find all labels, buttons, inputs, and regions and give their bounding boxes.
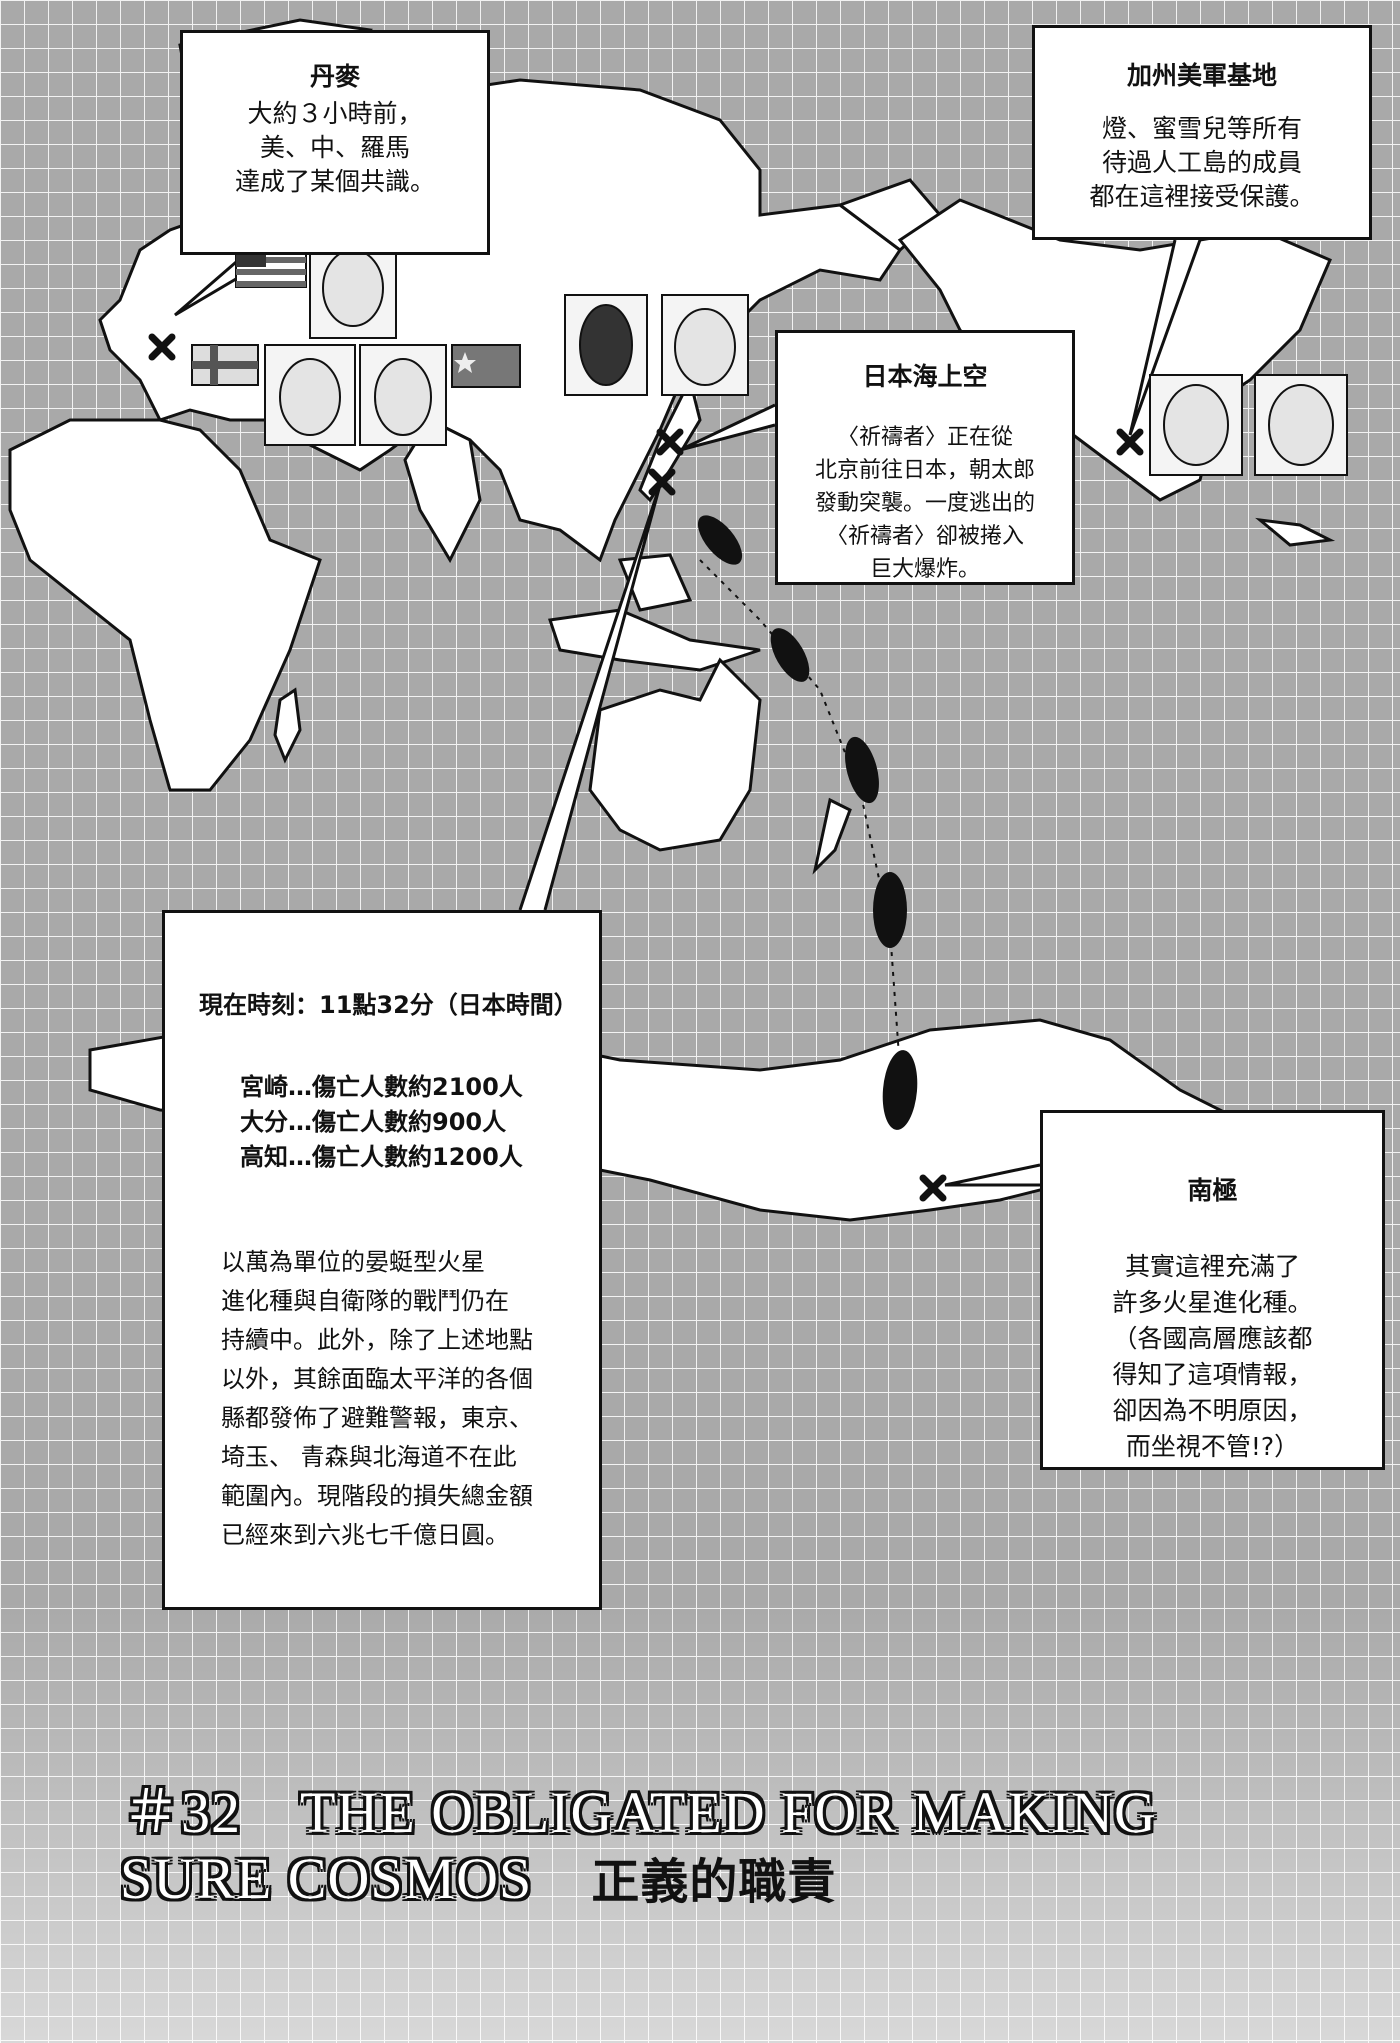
antarctica-tail bbox=[944, 1163, 1041, 1187]
x-mark-icon bbox=[648, 468, 676, 496]
cockroach-icon bbox=[845, 736, 879, 804]
casualty-line: 宮崎…傷亡人數約2100人 bbox=[240, 1073, 523, 1101]
cockroach-icon bbox=[697, 515, 743, 565]
caption-line: 北京前往日本，朝太郎 bbox=[814, 458, 1035, 483]
caption-title: 日本海上空 bbox=[862, 362, 988, 391]
caption-line: 巨大爆炸。 bbox=[869, 557, 980, 582]
portrait-rome bbox=[264, 344, 356, 446]
body-line: 已經來到六兆七千億日圓。 bbox=[221, 1521, 509, 1549]
caption-denmark: 丹麥 大約３小時前， 美、中、羅馬 達成了某個共識。 bbox=[180, 30, 490, 255]
caption-line: 達成了某個共識。 bbox=[234, 167, 435, 196]
portrait-michelle bbox=[1254, 374, 1348, 476]
chapter-title-jp: 正義的職責 bbox=[591, 1854, 837, 1910]
caption-line: 美、中、羅馬 bbox=[259, 133, 410, 162]
current-time-text: 現在時刻：11點32分（日本時間） bbox=[199, 991, 578, 1019]
body-line: 範圍內。現階段的損失總金額 bbox=[221, 1482, 533, 1510]
cockroach-icon bbox=[873, 872, 907, 948]
casualty-stats: 宮崎…傷亡人數約2100人 大分…傷亡人數約900人 高知…傷亡人數約1200人 bbox=[240, 1070, 523, 1175]
caption-line: 而坐視不管!?） bbox=[1125, 1432, 1300, 1461]
body-line: 以外，其餘面臨太平洋的各個 bbox=[221, 1365, 533, 1393]
cockroach-icon bbox=[770, 628, 810, 682]
body-line: 進化種與自衛隊的戰鬥仍在 bbox=[221, 1287, 509, 1315]
india bbox=[403, 418, 482, 564]
denmark-flag-icon bbox=[191, 344, 259, 386]
location-markers bbox=[148, 333, 1144, 1202]
caption-line: 得知了這項情報， bbox=[1112, 1360, 1313, 1389]
caption-line: 卻因為不明原因， bbox=[1112, 1396, 1313, 1425]
chapter-title: ＃32 THE OBLIGATED FOR MAKING SURE COSMOS… bbox=[120, 1780, 1157, 1915]
california-tail bbox=[1128, 239, 1202, 436]
body-line: 縣都發佈了避難警報，東京、 bbox=[221, 1404, 533, 1432]
chapter-title-line2: SURE COSMOS 正義的職責 bbox=[120, 1846, 1157, 1915]
caption-line: 〈祈禱者〉正在從 bbox=[836, 425, 1013, 450]
africa bbox=[8, 418, 322, 792]
portrait-akari bbox=[1149, 374, 1243, 476]
portrait-china bbox=[359, 344, 447, 446]
caption-line: 都在這裡接受保護。 bbox=[1089, 182, 1315, 211]
caption-line: 待過人工島的成員 bbox=[1101, 148, 1302, 177]
caption-line: （各國高層應該都 bbox=[1112, 1324, 1313, 1353]
caption-line: 其實這裡充滿了 bbox=[1124, 1252, 1300, 1281]
cockroach-icon bbox=[882, 1050, 918, 1130]
caption-line: 許多火星進化種。 bbox=[1112, 1288, 1313, 1317]
caption-title: 南極 bbox=[1187, 1176, 1238, 1205]
body-line: 以萬為單位的晏蜓型火星 bbox=[221, 1248, 485, 1276]
chapter-number-line: ＃32 THE OBLIGATED FOR MAKING bbox=[122, 1780, 1157, 1845]
insect-trail bbox=[697, 515, 918, 1130]
portrait-glasses bbox=[661, 294, 749, 396]
caption-title: 丹麥 bbox=[309, 62, 360, 91]
caption-japan-sea: 日本海上空 〈祈禱者〉正在從 北京前往日本，朝太郎 發動突襲。一度逃出的 〈祈禱… bbox=[775, 330, 1075, 585]
caption-line: 發動突襲。一度逃出的 bbox=[814, 491, 1035, 516]
madagascar bbox=[273, 687, 302, 764]
chapter-title-en: SURE COSMOS bbox=[120, 1846, 592, 1911]
caption-title: 加州美軍基地 bbox=[1126, 61, 1277, 90]
x-mark-icon bbox=[919, 1174, 947, 1202]
caption-california: 加州美軍基地 燈、蜜雪兒等所有 待過人工島的成員 都在這裡接受保護。 bbox=[1032, 25, 1372, 240]
china-flag-icon bbox=[451, 344, 521, 388]
flags bbox=[191, 244, 521, 388]
casualty-line: 高知…傷亡人數約1200人 bbox=[240, 1143, 523, 1171]
new-zealand bbox=[812, 797, 852, 875]
body-line: 埼玉、 青森與北海道不在此 bbox=[221, 1443, 517, 1471]
caption-line: 〈祈禱者〉卻被捲入 bbox=[825, 524, 1024, 549]
caption-line: 燈、蜜雪兒等所有 bbox=[1101, 114, 1302, 143]
caption-status: 現在時刻：11點32分（日本時間） 宮崎…傷亡人數約2100人 大分…傷亡人數約… bbox=[162, 910, 602, 1610]
portrait-masked bbox=[564, 294, 648, 396]
x-mark-icon bbox=[1116, 428, 1144, 456]
x-mark-icon bbox=[656, 428, 684, 456]
casualty-line: 大分…傷亡人數約900人 bbox=[240, 1108, 507, 1136]
status-body: 以萬為單位的晏蜓型火星 進化種與自衛隊的戰鬥仍在 持續中。此外，除了上述地點 以… bbox=[221, 1243, 533, 1555]
caribbean bbox=[1255, 517, 1336, 547]
caption-antarctica: 南極 其實這裡充滿了 許多火星進化種。 （各國高層應該都 得知了這項情報， 卻因… bbox=[1040, 1110, 1385, 1470]
body-line: 持續中。此外，除了上述地點 bbox=[221, 1326, 533, 1354]
australia bbox=[588, 657, 762, 852]
caption-line: 大約３小時前， bbox=[247, 99, 423, 128]
x-mark-icon bbox=[148, 333, 176, 361]
